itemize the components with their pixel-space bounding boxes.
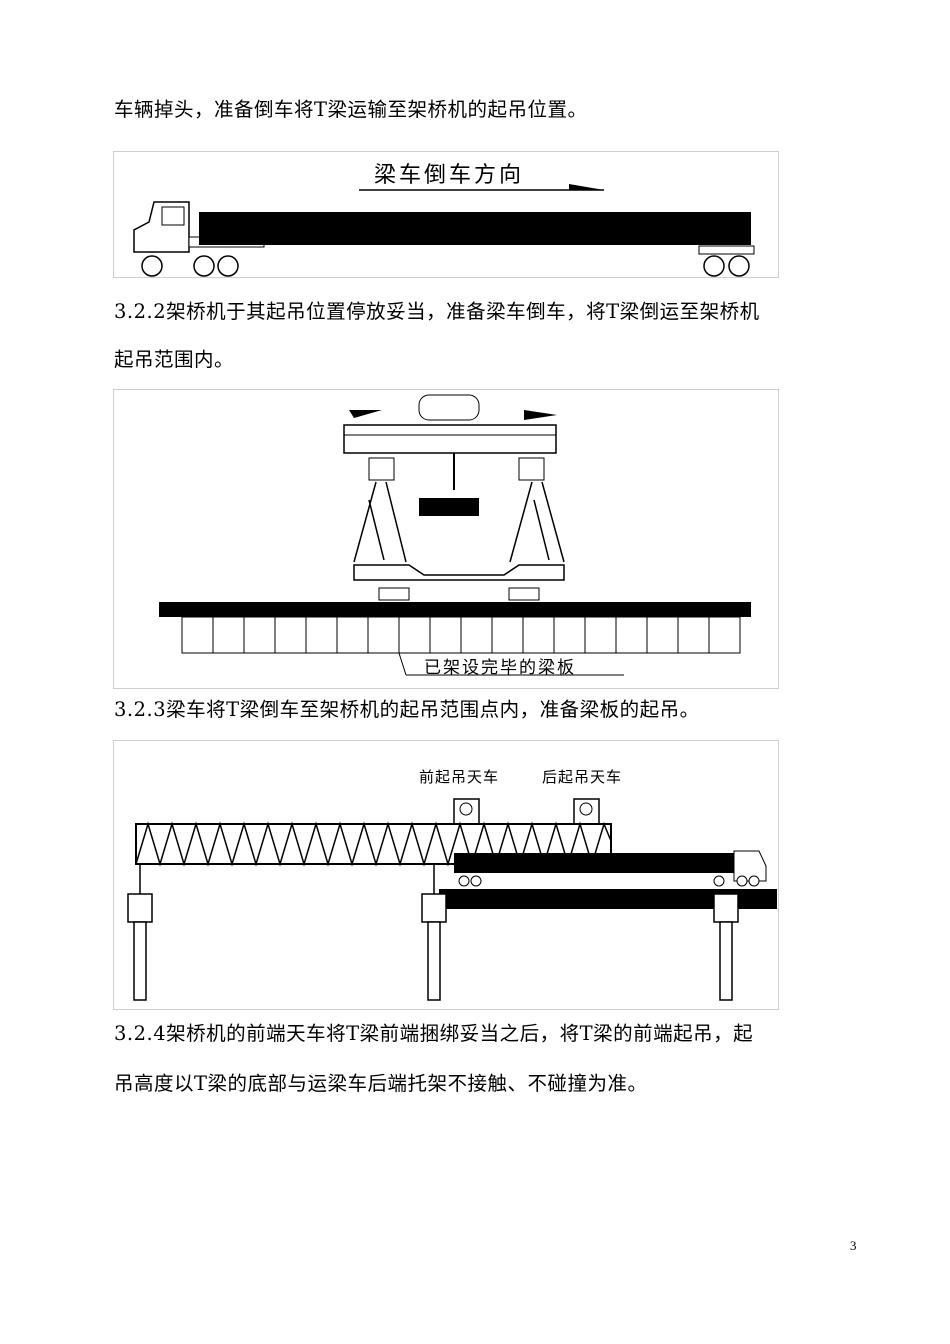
t-beam-on-truck bbox=[199, 212, 751, 245]
paragraph-2: 3.2.2架桥机于其起吊位置停放妥当，准备梁车倒车，将T梁倒运至架桥机 bbox=[114, 300, 760, 323]
paragraph-6: 吊高度以T梁的底部与运梁车后端托架不接触、不碰撞为准。 bbox=[114, 1072, 648, 1095]
cab-window bbox=[161, 206, 185, 226]
bridge-deck bbox=[159, 602, 751, 617]
lifted-beam-section bbox=[419, 498, 479, 516]
t-beam-side bbox=[454, 853, 734, 873]
truck-wheels bbox=[141, 255, 750, 277]
truss-supports bbox=[139, 864, 435, 894]
paragraph-4: 3.2.3梁车将T梁倒车至架桥机的起吊范围点内，准备梁板的起吊。 bbox=[114, 698, 700, 721]
page-number: 3 bbox=[850, 1238, 857, 1253]
front-trolley-label: 前起吊天车 bbox=[419, 768, 499, 786]
paragraph-3: 起吊范围内。 bbox=[114, 348, 235, 371]
rear-trailer-frame bbox=[698, 245, 755, 255]
figure-erector-side-view: 前起吊天车 后起吊天车 bbox=[113, 740, 779, 1010]
erected-deck bbox=[439, 889, 777, 909]
paragraph-5: 3.2.4架桥机的前端天车将T梁前端捆绑妥当之后，将T梁的前端起吊，起 bbox=[114, 1022, 754, 1045]
installed-girders-label: 已架设完毕的梁板 bbox=[424, 658, 576, 678]
left-travel-arrow-icon bbox=[349, 410, 382, 418]
left-hoist-block bbox=[368, 457, 395, 481]
girder-boards bbox=[181, 616, 741, 654]
bridge-piers bbox=[127, 893, 739, 1001]
truck-cab-side bbox=[733, 850, 767, 882]
figure-truck-reversing: 梁车倒车方向 bbox=[113, 151, 779, 278]
lower-frame bbox=[353, 564, 565, 581]
paragraph-1: 车辆掉头，准备倒车将T梁运输至架桥机的起吊位置。 bbox=[114, 98, 588, 121]
rear-trolley-label: 后起吊天车 bbox=[542, 768, 622, 786]
direction-arrowhead-icon bbox=[569, 184, 604, 190]
support-legs bbox=[353, 481, 565, 563]
top-crossbeam bbox=[343, 424, 557, 454]
winch-cart bbox=[418, 394, 480, 421]
right-hoist-block bbox=[518, 457, 545, 481]
figure-erector-front-view: 已架设完毕的梁板 bbox=[113, 389, 779, 689]
truck-side-wheels bbox=[458, 875, 760, 887]
right-travel-arrow-icon bbox=[524, 410, 557, 420]
reverse-direction-label: 梁车倒车方向 bbox=[374, 163, 524, 188]
